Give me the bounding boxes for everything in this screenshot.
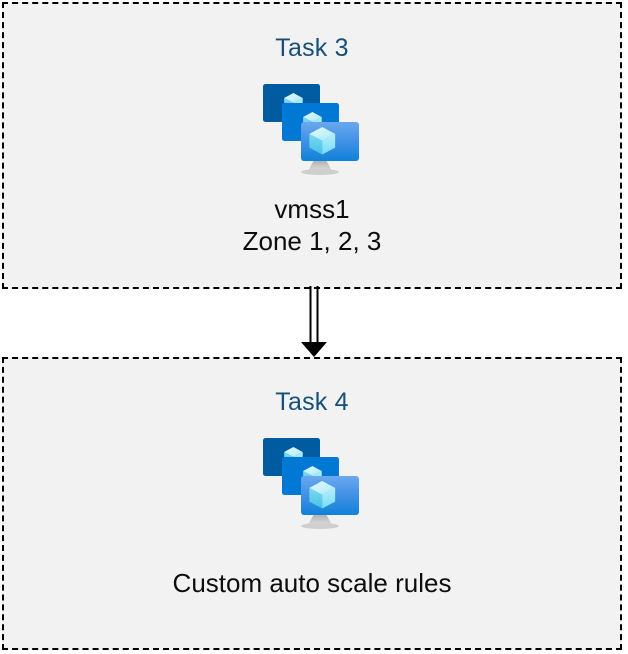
arrow-down-icon bbox=[301, 286, 327, 357]
vmss-icon bbox=[263, 438, 359, 529]
task3-body-text: vmss1 Zone 1, 2, 3 bbox=[242, 194, 382, 256]
task3-heading: Task 3 bbox=[275, 34, 349, 62]
task-box-task3[interactable]: Task 3 bbox=[2, 2, 622, 289]
task4-heading: Task 4 bbox=[275, 388, 349, 416]
task4-body-text: Custom auto scale rules bbox=[172, 568, 452, 598]
task-box-task4[interactable]: Task 4 bbox=[2, 357, 622, 650]
vmss-icon bbox=[263, 84, 359, 175]
